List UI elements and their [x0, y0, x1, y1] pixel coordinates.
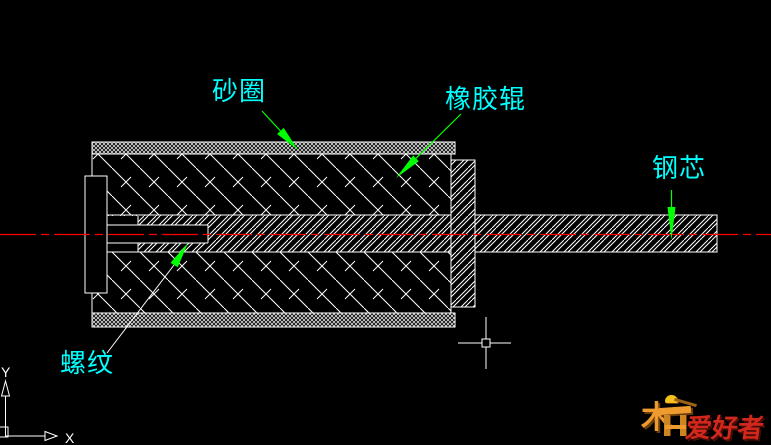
label-rubber-roller: 橡胶辊 — [445, 84, 527, 114]
label-steel-core: 钢芯 — [652, 153, 707, 183]
leader-rubber-roller — [396, 113, 462, 178]
label-sand-ring: 砂圈 — [212, 76, 267, 106]
crosshair-cursor-icon — [458, 317, 511, 369]
label-thread: 螺纹 — [60, 348, 115, 378]
sand-ring-top — [91, 141, 456, 155]
bore-mouth — [107, 216, 138, 252]
ucs-x-label: X — [65, 430, 75, 443]
leader-arrowhead-icon — [170, 243, 188, 268]
leader-arrowhead-icon — [396, 155, 419, 178]
leader-sand-ring — [261, 110, 298, 150]
bore-outline — [107, 216, 209, 252]
sand-ring-bottom — [91, 312, 456, 328]
watermark-brand-text: 爱好者 — [683, 413, 766, 443]
ucs-y-label: Y — [1, 364, 11, 380]
workbench-shelf — [665, 425, 686, 429]
roller-assembly-drawing — [84, 141, 718, 328]
watermark-logo: 木 爱好者 — [641, 392, 771, 443]
flange-ring — [450, 159, 476, 308]
leader-steel-core — [667, 190, 676, 240]
leader-arrowhead-icon — [667, 207, 676, 240]
leader-thread — [106, 243, 188, 354]
ucs-icon: Y X — [0, 364, 75, 443]
pickbox — [481, 338, 491, 348]
steel-core-shaft — [106, 214, 718, 253]
workbench-icon — [658, 405, 692, 416]
hardhat-icon — [665, 395, 678, 403]
leader-arrowhead-icon — [277, 127, 298, 150]
